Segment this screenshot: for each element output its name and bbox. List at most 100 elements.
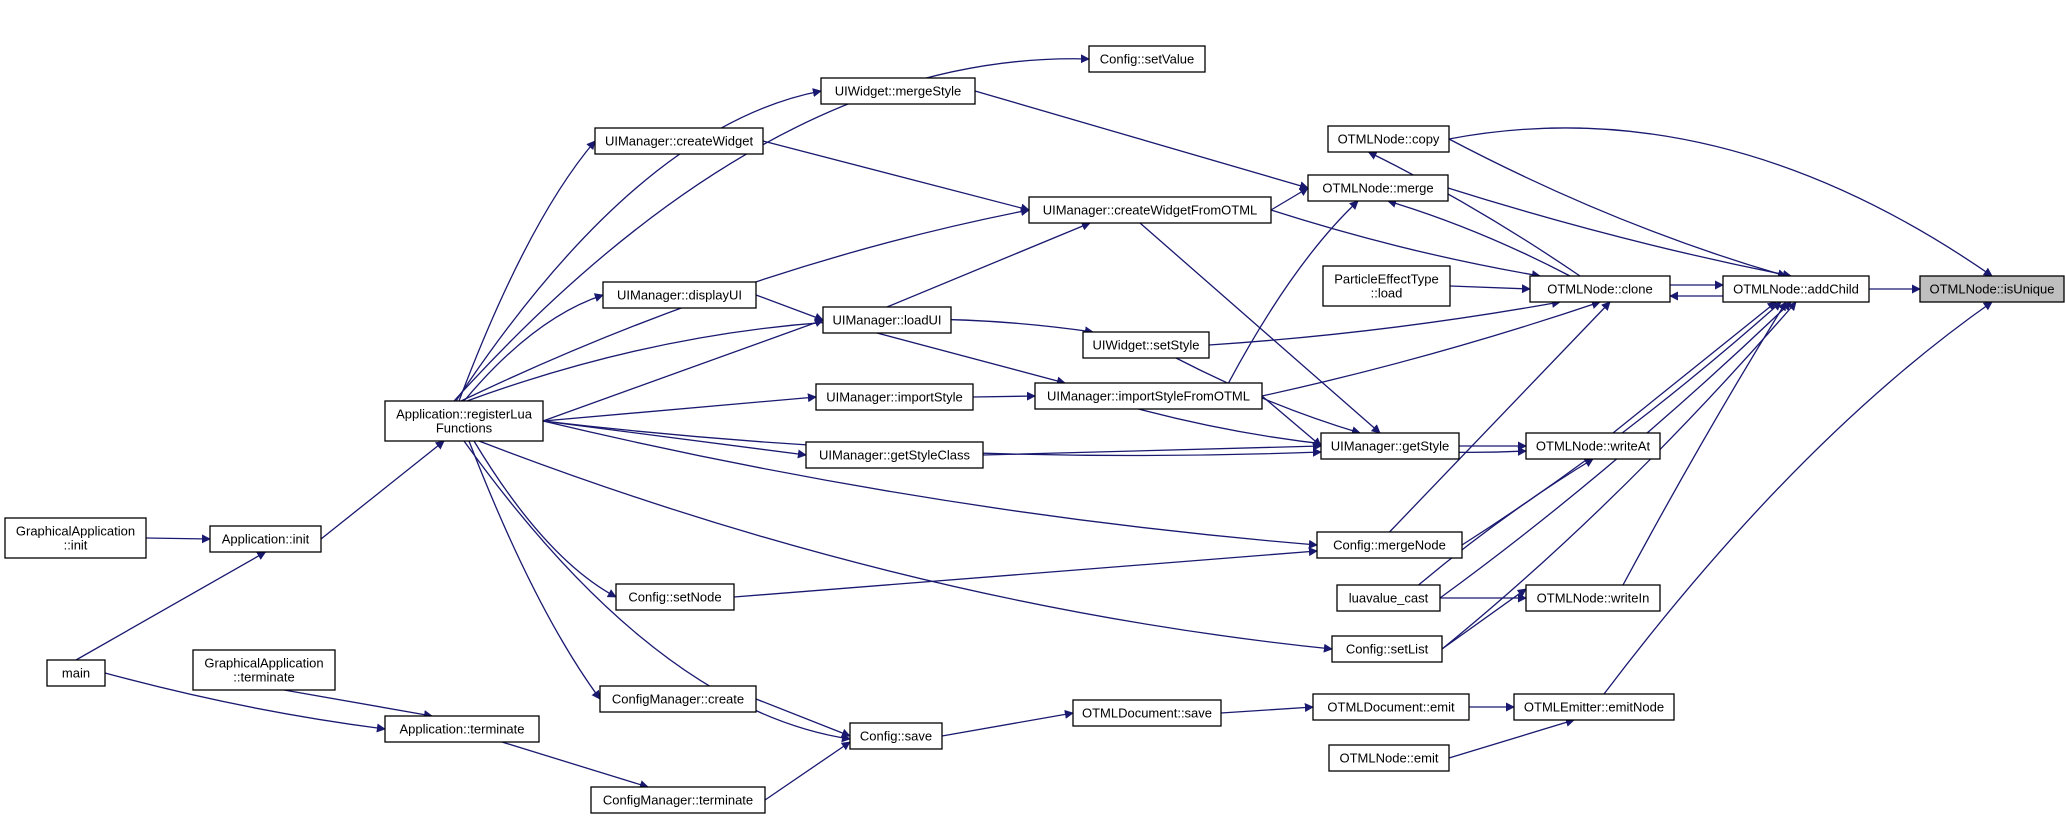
e-displayUI-loadUI (755, 294, 824, 322)
node-label: OTMLNode::addChild (1733, 282, 1859, 297)
e-copy-addChild (1448, 138, 1787, 279)
e-setList-addChild (1441, 301, 1797, 650)
node-label: UIManager::displayUI (617, 288, 742, 303)
node-cmTerminate[interactable]: ConfigManager::terminate (590, 786, 766, 814)
node-cmCreate[interactable]: ConfigManager::create (599, 685, 757, 713)
node-box (1513, 693, 1675, 721)
node-gaInit[interactable]: GraphicalApplication::init (4, 517, 147, 559)
node-box (594, 127, 764, 155)
e-merge-addChild (1447, 187, 1792, 279)
node-addChild[interactable]: OTMLNode::addChild (1722, 275, 1870, 303)
node-merge[interactable]: OTMLNode::merge (1307, 174, 1449, 202)
e-registerLua-configSave (463, 440, 851, 743)
e-importStyleFromOTML-clone (1261, 300, 1601, 397)
node-label: UIManager::loadUI (832, 313, 941, 328)
node-box (602, 281, 757, 309)
node-createWidgetFromOTML[interactable]: UIManager::createWidgetFromOTML (1028, 196, 1272, 224)
node-setValue[interactable]: Config::setValue (1088, 45, 1206, 73)
node-copy[interactable]: OTMLNode::copy (1327, 125, 1450, 153)
node-gaTerminate[interactable]: GraphicalApplication::terminate (192, 649, 336, 691)
nodes: OTMLNode::isUniqueOTMLNode::addChildOTML… (4, 45, 2065, 814)
node-writeIn[interactable]: OTMLNode::writeIn (1525, 584, 1661, 612)
e-nodeEmit-emitNode (1448, 718, 1575, 759)
node-box (590, 786, 766, 814)
node-label: Config::setValue (1100, 52, 1194, 67)
node-label: UIManager::getStyle (1331, 439, 1450, 454)
node-box (1525, 584, 1661, 612)
node-box (1327, 125, 1450, 153)
node-appTerminate[interactable]: Application::terminate (384, 715, 540, 743)
node-setList[interactable]: Config::setList (1331, 635, 1443, 663)
node-box (1322, 265, 1451, 307)
e-luavalue-writeAt (1418, 458, 1594, 586)
node-luavalueCast[interactable]: luavalue_cast (1336, 584, 1441, 612)
e-mergeNode-clone (1389, 301, 1611, 533)
node-setStyle[interactable]: UIWidget::setStyle (1082, 331, 1210, 359)
node-box (209, 525, 322, 553)
node-clone[interactable]: OTMLNode::clone (1529, 275, 1671, 303)
e-configSave-docSave (941, 709, 1074, 737)
node-configSave[interactable]: Config::save (849, 722, 943, 750)
node-mergeStyle[interactable]: UIWidget::mergeStyle (820, 77, 976, 105)
node-writeAt[interactable]: OTMLNode::writeAt (1525, 432, 1661, 460)
node-box (599, 685, 757, 713)
node-particleLoad[interactable]: ParticleEffectType::load (1322, 265, 1451, 307)
node-label: Config::mergeNode (1333, 538, 1446, 553)
node-createWidget[interactable]: UIManager::createWidget (594, 127, 764, 155)
node-docEmit[interactable]: OTMLDocument::emit (1312, 693, 1470, 721)
node-displayUI[interactable]: UIManager::displayUI (602, 281, 757, 309)
node-label: OTMLDocument::emit (1327, 700, 1455, 715)
node-setNode[interactable]: Config::setNode (615, 583, 735, 611)
node-label: Application::terminate (399, 722, 524, 737)
node-loadUI[interactable]: UIManager::loadUI (822, 306, 952, 334)
node-box (1307, 174, 1449, 202)
node-label: luavalue_cast (1349, 591, 1429, 606)
node-box (815, 383, 974, 411)
node-importStyleFromOTML[interactable]: UIManager::importStyleFromOTML (1034, 382, 1263, 410)
node-label: OTMLNode::isUnique (1930, 282, 2055, 297)
node-box (1722, 275, 1870, 303)
node-main[interactable]: main (46, 659, 106, 687)
node-label: UIWidget::setStyle (1093, 338, 1200, 353)
node-label: ConfigManager::create (612, 692, 744, 707)
e-cmCreate-configSave (755, 698, 851, 738)
node-box (1331, 635, 1443, 663)
e-loadUI-createWidgetFromOTML (886, 221, 1091, 308)
e-main-appInit (75, 551, 267, 661)
node-label: ParticleEffectType::load (1334, 272, 1439, 301)
node-getStyleClass[interactable]: UIManager::getStyleClass (805, 441, 984, 469)
node-label: OTMLEmitter::emitNode (1524, 700, 1664, 715)
node-nodeEmit[interactable]: OTMLNode::emit (1328, 744, 1450, 772)
e-mergeStyle-merge (974, 90, 1309, 191)
node-label: OTMLNode::copy (1338, 132, 1440, 147)
e-importStyleFromOTML-merge (1227, 200, 1359, 384)
node-getStyle[interactable]: UIManager::getStyle (1320, 432, 1460, 460)
node-box (384, 400, 544, 442)
node-box (1919, 275, 2065, 303)
node-docSave[interactable]: OTMLDocument::save (1072, 699, 1222, 727)
node-box (1082, 331, 1210, 359)
node-isUnique[interactable]: OTMLNode::isUnique (1919, 275, 2065, 303)
e-clone-merge (1387, 199, 1571, 277)
e-registerLua-setStyle (466, 318, 1094, 402)
node-label: UIManager::getStyleClass (819, 448, 971, 463)
node-emitNode[interactable]: OTMLEmitter::emitNode (1513, 693, 1675, 721)
node-label: OTMLNode::writeAt (1536, 439, 1651, 454)
node-box (615, 583, 735, 611)
e-setList-writeIn (1441, 588, 1527, 650)
node-label: Config::setList (1346, 642, 1429, 657)
node-label: OTMLNode::writeIn (1537, 591, 1650, 606)
node-box (1525, 432, 1661, 460)
node-box (1328, 744, 1450, 772)
node-label: UIManager::createWidgetFromOTML (1043, 203, 1258, 218)
node-importStyle[interactable]: UIManager::importStyle (815, 383, 974, 411)
node-box (192, 649, 336, 691)
e-setNode-mergeNode (733, 547, 1318, 598)
node-mergeNode[interactable]: Config::mergeNode (1316, 531, 1463, 559)
node-label: UIManager::importStyleFromOTML (1047, 389, 1250, 404)
node-appInit[interactable]: Application::init (209, 525, 322, 553)
node-box (1529, 275, 1671, 303)
node-box (46, 659, 106, 687)
